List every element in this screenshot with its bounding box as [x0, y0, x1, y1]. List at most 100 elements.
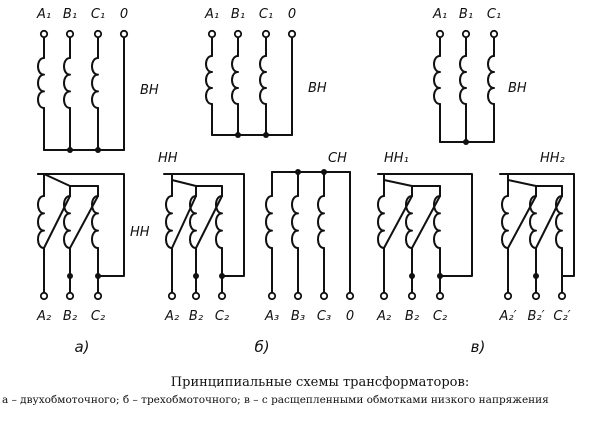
terminal — [39, 291, 49, 301]
winding-coil — [459, 55, 467, 105]
hv-terminal-label-0: A₁ — [204, 7, 219, 22]
delta-return — [377, 173, 473, 277]
terminal — [217, 291, 227, 301]
winding-coil — [377, 195, 385, 249]
junction-dot — [321, 169, 327, 175]
hv-terminal-label-3: 0 — [288, 7, 296, 22]
terminal — [167, 291, 177, 301]
figure-caption-title: Принципиальные схемы трансформаторов: — [170, 375, 470, 390]
wire — [411, 195, 441, 249]
winding-coil — [189, 195, 197, 249]
terminal — [93, 291, 103, 301]
hv-terminal-label-2: C₁ — [259, 7, 273, 22]
junction-dot — [263, 132, 269, 138]
winding-coil — [433, 195, 441, 249]
terminal — [531, 291, 541, 301]
lv1-terminal-label-2: C₂ — [433, 309, 447, 324]
lv-terminal-label-0: A₂ — [36, 309, 51, 324]
junction-dot — [437, 273, 443, 279]
junction-dot — [533, 273, 539, 279]
wire — [171, 195, 197, 249]
terminal — [287, 29, 297, 39]
mv-terminal-label-3: 0 — [346, 309, 354, 324]
wire — [507, 179, 537, 187]
mv-terminal-label-2: C₃ — [317, 309, 331, 324]
delta-return — [499, 173, 575, 277]
lv-terminal-label-2: C₂ — [215, 309, 229, 324]
lv-terminal-label-0: A₂ — [164, 309, 179, 324]
terminal — [503, 291, 513, 301]
winding-coil — [37, 57, 45, 109]
figure-caption-legend: а – двухобмоточного; б – трехобмоточного… — [2, 394, 549, 406]
winding-coil — [215, 195, 223, 249]
wire — [69, 195, 99, 249]
terminal — [293, 291, 303, 301]
junction-dot — [235, 132, 241, 138]
lv2-terminal-label-1: B₂′ — [527, 309, 544, 324]
wire — [535, 195, 563, 249]
wire — [507, 195, 537, 249]
lv2-terminal-label-0: A₂′ — [498, 309, 516, 324]
mv-terminal-label-1: B₃ — [291, 309, 305, 324]
hv-winding-label: ВН — [308, 81, 327, 96]
hv-terminal-label-1: B₁ — [459, 7, 473, 22]
winding-coil — [291, 195, 299, 249]
delta-return — [163, 173, 245, 277]
winding-coil — [165, 195, 173, 249]
winding-coil — [91, 57, 99, 109]
terminal — [207, 29, 217, 39]
winding-coil — [259, 55, 267, 105]
lv-terminal-label-2: C₂ — [91, 309, 105, 324]
lv-terminal-label-1: B₂ — [189, 309, 203, 324]
terminal — [191, 291, 201, 301]
hv-terminal-label-1: B₁ — [231, 7, 245, 22]
winding-coil — [231, 55, 239, 105]
wire — [383, 179, 413, 187]
junction-dot — [219, 273, 225, 279]
winding-coil — [487, 55, 495, 105]
mv-terminal-label-0: A₃ — [264, 309, 279, 324]
wire — [171, 179, 197, 187]
hv-winding-label: ВН — [508, 81, 527, 96]
winding-coil — [205, 55, 213, 105]
terminal — [319, 291, 329, 301]
scheme-letter-b: б) — [254, 338, 269, 356]
terminal — [557, 291, 567, 301]
winding-coil — [91, 195, 99, 249]
junction-dot — [95, 147, 101, 153]
winding-coil — [501, 195, 509, 249]
winding-coil — [265, 195, 273, 249]
lv2-winding-label: НН₂ — [540, 151, 565, 166]
junction-dot — [409, 273, 415, 279]
lv-winding-label: НН — [158, 151, 178, 166]
terminal-label-n: 0 — [120, 7, 128, 22]
scheme-letter-a: а) — [74, 338, 89, 356]
terminal-label-b: B₁ — [63, 7, 77, 22]
lv1-terminal-label-0: A₂ — [376, 309, 391, 324]
hv-winding-label: ВН — [140, 83, 159, 98]
terminal — [39, 29, 49, 39]
wire — [195, 195, 223, 249]
delta-return — [37, 173, 125, 277]
hv-terminal-label-0: A₁ — [432, 7, 447, 22]
lv-terminal-label-1: B₂ — [63, 309, 77, 324]
winding-coil — [317, 195, 325, 249]
junction-dot — [67, 147, 73, 153]
lv1-winding-label: НН₁ — [384, 151, 409, 166]
terminal — [345, 291, 355, 301]
terminal — [489, 29, 499, 39]
junction-dot — [295, 169, 301, 175]
hv-terminal-label-2: C₁ — [487, 7, 501, 22]
lv1-terminal-label-1: B₂ — [405, 309, 419, 324]
scheme-letter-c: в) — [471, 338, 486, 356]
junction-dot — [67, 273, 73, 279]
wire — [43, 173, 71, 187]
terminal — [119, 29, 129, 39]
terminal — [379, 291, 389, 301]
winding-coil — [63, 195, 71, 249]
junction-dot — [95, 273, 101, 279]
terminal — [261, 29, 271, 39]
wire — [383, 195, 413, 249]
terminal-label-c: C₁ — [91, 7, 105, 22]
